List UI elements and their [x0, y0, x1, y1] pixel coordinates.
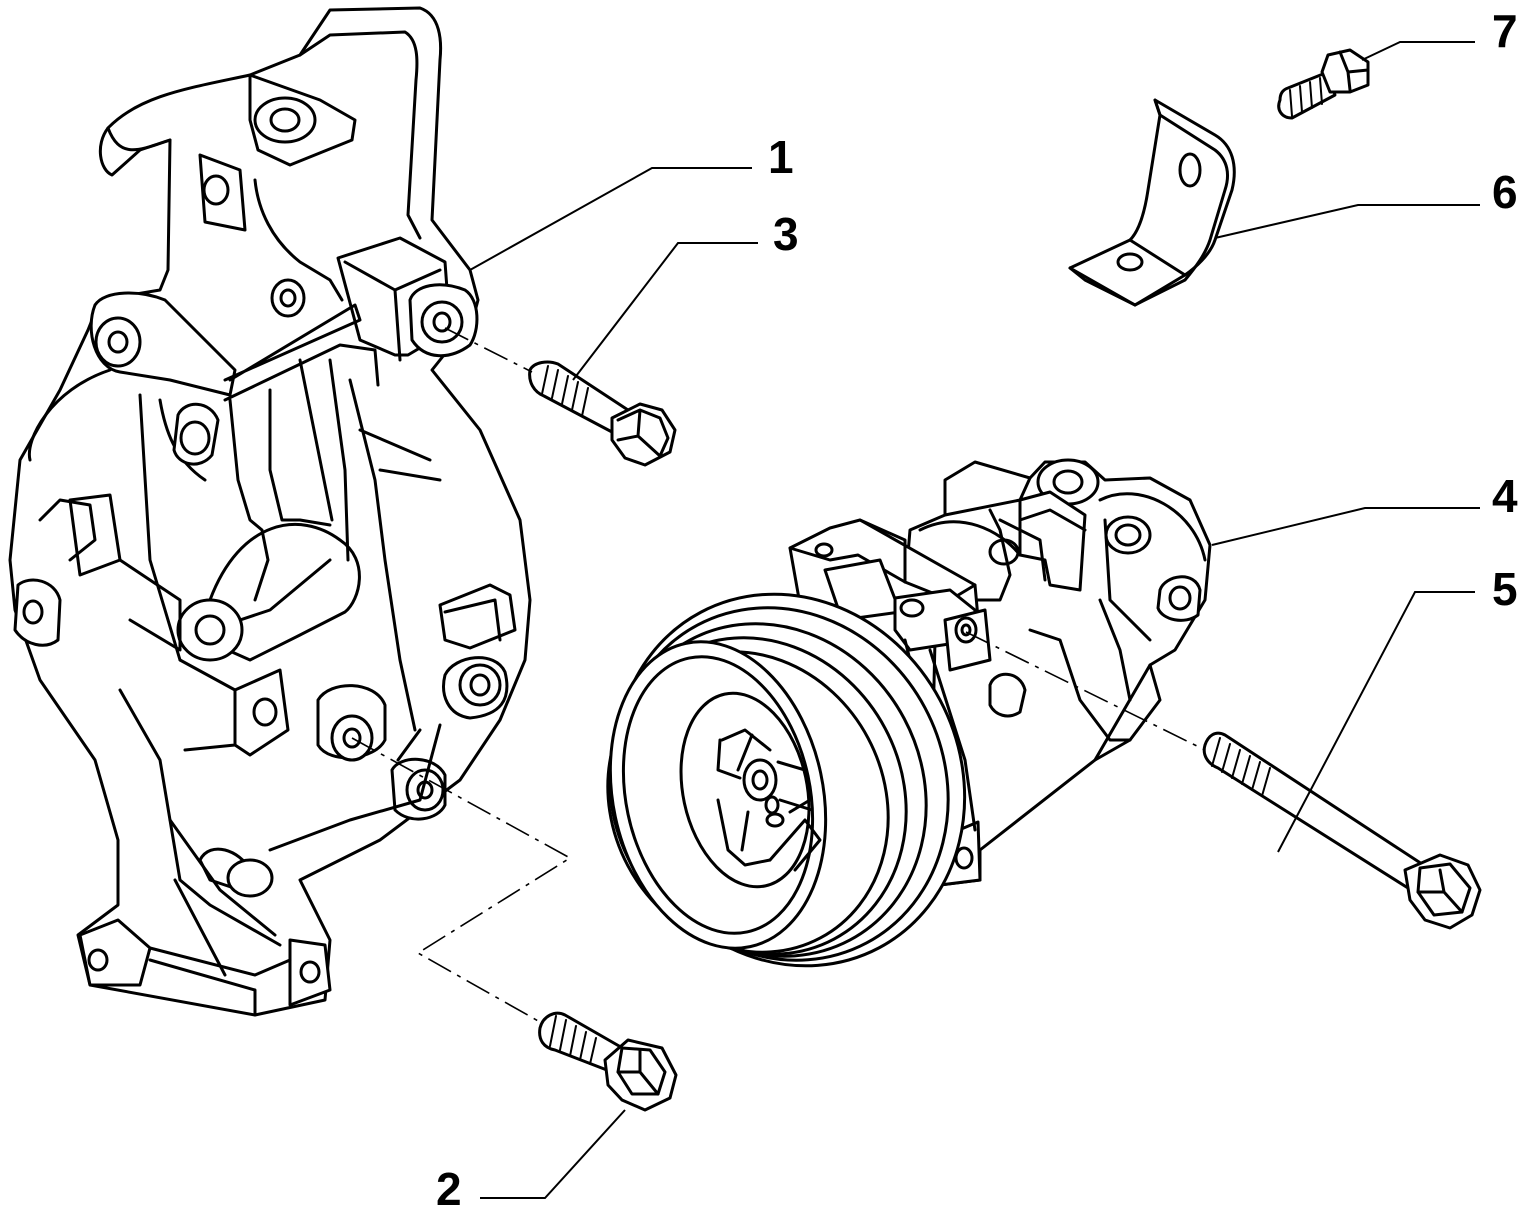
callout-6: 6 [1492, 166, 1518, 218]
angle-bracket [1068, 98, 1236, 307]
alignment-lines [351, 327, 1206, 1023]
flange-bolt-upper [528, 360, 677, 467]
callout-2: 2 [436, 1163, 462, 1205]
callout-1: 1 [768, 131, 794, 183]
callout-7: 7 [1492, 5, 1518, 57]
compressor-bracket [8, 6, 532, 1017]
long-through-bolt [1202, 731, 1482, 930]
callout-4: 4 [1492, 470, 1518, 522]
small-bolt [1277, 48, 1370, 120]
ac-compressor [606, 458, 1212, 968]
flange-bolt-lower [538, 1011, 678, 1112]
callout-3: 3 [773, 208, 799, 260]
callout-5: 5 [1492, 563, 1518, 615]
leader-lines [469, 41, 1480, 1199]
callout-labels: 1 2 3 4 5 6 7 [436, 5, 1518, 1205]
